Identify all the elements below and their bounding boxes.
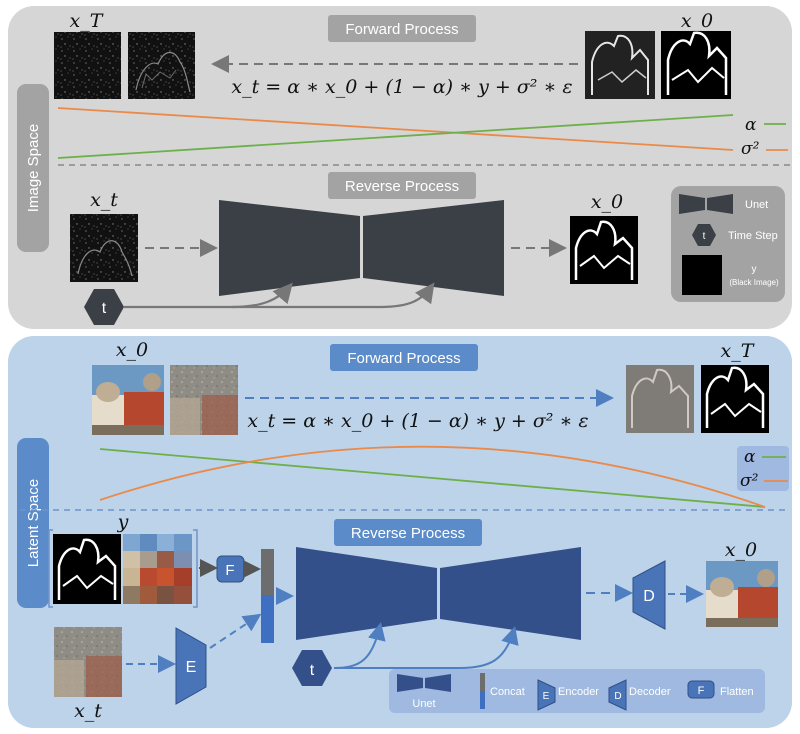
latent-legend-decoder: Decoder <box>629 686 671 698</box>
latent-xt-photo <box>54 627 122 697</box>
latent-y-bracket-right <box>193 529 198 608</box>
image-xT-label: x_T <box>70 10 104 32</box>
latent-legend-flatten-icon <box>687 680 715 699</box>
latent-reverse-title: Reverse Process <box>351 525 465 542</box>
image-reverse-input <box>70 214 138 282</box>
image-forward-title: Forward Process <box>345 21 458 38</box>
latent-encoder-glyph: E <box>186 659 197 676</box>
latent-y-pixelated <box>123 534 192 604</box>
latent-legend-decoder-glyph: D <box>614 691 621 702</box>
image-legend-y: y <box>752 264 757 275</box>
latent-alpha-line <box>99 448 766 508</box>
image-space-side-label: Image Space <box>25 124 42 212</box>
latent-alpha-label: α <box>744 447 756 467</box>
latent-output-x0-label: x_0 <box>725 539 757 561</box>
latent-forward-title-box <box>330 344 478 371</box>
image-legend-y-desc: (Black Image) <box>729 278 779 287</box>
image-t-arrow-2 <box>232 282 435 309</box>
latent-legend-concat: Concat <box>490 686 525 698</box>
latent-time-hexagon <box>292 650 332 686</box>
latent-legend-encoder-icon <box>537 679 556 711</box>
latent-xT-noisy <box>626 365 694 433</box>
latent-space-side-label: Latent Space <box>25 479 42 567</box>
image-legend-hexagon-glyph: t <box>703 231 706 242</box>
latent-sigma-curve <box>99 445 766 508</box>
image-output-x0-label: x_0 <box>591 191 623 213</box>
latent-concat-gray <box>261 549 274 595</box>
image-alpha-label: α <box>745 115 757 135</box>
image-unet <box>219 200 504 296</box>
image-x0-clean <box>661 31 731 99</box>
latent-legend-flatten: Flatten <box>720 686 754 698</box>
latent-xT-label: x_T <box>721 340 755 362</box>
latent-concat-blue <box>261 595 274 643</box>
image-noise-pure <box>54 32 121 99</box>
latent-xT-clean <box>701 365 769 433</box>
image-reverse-title: Reverse Process <box>345 178 459 195</box>
latent-unet <box>296 547 581 640</box>
image-reverse-title-box <box>328 172 476 199</box>
latent-decoder <box>632 560 666 630</box>
latent-legend-encoder: Encoder <box>558 686 599 698</box>
latent-output-photo <box>706 561 778 627</box>
latent-x0-photo-noisy <box>170 365 238 435</box>
latent-y-bracket-left <box>48 529 53 608</box>
latent-encoder-to-concat-arrow <box>209 613 262 649</box>
image-legend-hexagon-icon <box>692 224 716 246</box>
image-x0-noisy <box>585 31 655 99</box>
image-space-side-tab <box>17 84 49 252</box>
latent-legend-unet: Unet <box>412 698 435 710</box>
latent-x0-photo <box>92 365 164 435</box>
image-legend-unet-icon <box>679 194 733 214</box>
image-xt-label: x_t <box>90 189 118 211</box>
latent-sigma-label: σ² <box>740 471 759 491</box>
latent-t-arrow-2 <box>334 626 519 669</box>
latent-y-sketch <box>53 534 121 604</box>
latent-legend-concat-gray <box>480 673 485 691</box>
latent-xt-label: x_t <box>74 700 102 722</box>
latent-forward-formula: x_t = α ∗ x_0 + (1 − α) ∗ y + σ² ∗ ε <box>247 410 588 432</box>
image-x0-label: x_0 <box>681 10 713 32</box>
image-time-hexagon <box>84 289 124 325</box>
image-sigma-label: σ² <box>741 139 760 159</box>
latent-legend-flatten-glyph: F <box>698 685 705 697</box>
latent-space-side-tab <box>17 438 49 608</box>
image-legend-unet: Unet <box>745 199 768 211</box>
image-sigma-line <box>57 107 734 151</box>
latent-y-label: y <box>117 511 129 533</box>
image-forward-title-box <box>328 15 476 42</box>
latent-x0-label: x_0 <box>116 339 148 361</box>
latent-reverse-title-box <box>334 519 482 546</box>
latent-legend-decoder-icon <box>608 679 627 711</box>
image-reverse-output <box>570 216 638 284</box>
image-legend-time-step: Time Step <box>728 230 778 242</box>
latent-flatten-glyph: F <box>225 562 234 579</box>
image-noise-partial <box>128 32 195 99</box>
image-time-label: t <box>102 300 107 317</box>
latent-forward-title: Forward Process <box>347 350 460 367</box>
latent-time-label: t <box>310 662 315 679</box>
latent-legend-concat-blue <box>480 691 485 709</box>
latent-legend-encoder-glyph: E <box>543 691 550 702</box>
latent-legend-unet-icon <box>397 674 451 692</box>
image-forward-formula: x_t = α ∗ x_0 + (1 − α) ∗ y + σ² ∗ ε <box>231 76 572 98</box>
image-legend-black-image <box>682 255 722 295</box>
image-alpha-line <box>57 114 734 159</box>
latent-encoder <box>175 627 207 705</box>
latent-decoder-glyph: D <box>643 588 655 605</box>
